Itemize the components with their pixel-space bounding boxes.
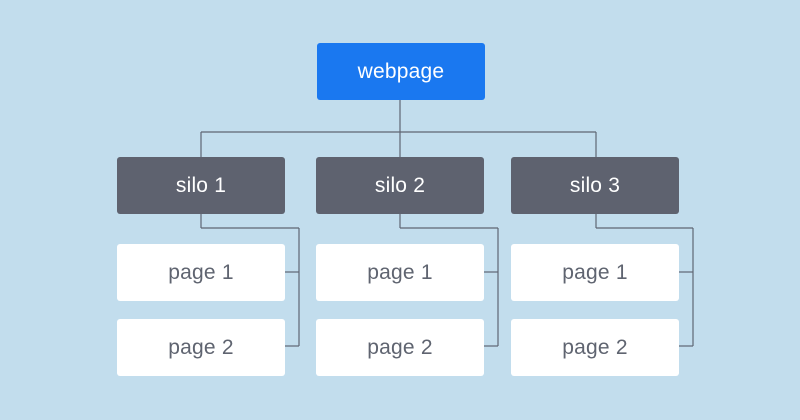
silo-2-page-2-node: page 2 — [316, 319, 484, 376]
silo-3-page-1-node: page 1 — [511, 244, 679, 301]
silo-node-2: silo 2 — [316, 157, 484, 214]
silo-1-page-1-node: page 1 — [117, 244, 285, 301]
silo-2-page-1-node: page 1 — [316, 244, 484, 301]
root-node-webpage: webpage — [317, 43, 485, 100]
silo-node-3: silo 3 — [511, 157, 679, 214]
silo-1-page-2-node: page 2 — [117, 319, 285, 376]
silo-node-1: silo 1 — [117, 157, 285, 214]
silo-3-page-2-node: page 2 — [511, 319, 679, 376]
